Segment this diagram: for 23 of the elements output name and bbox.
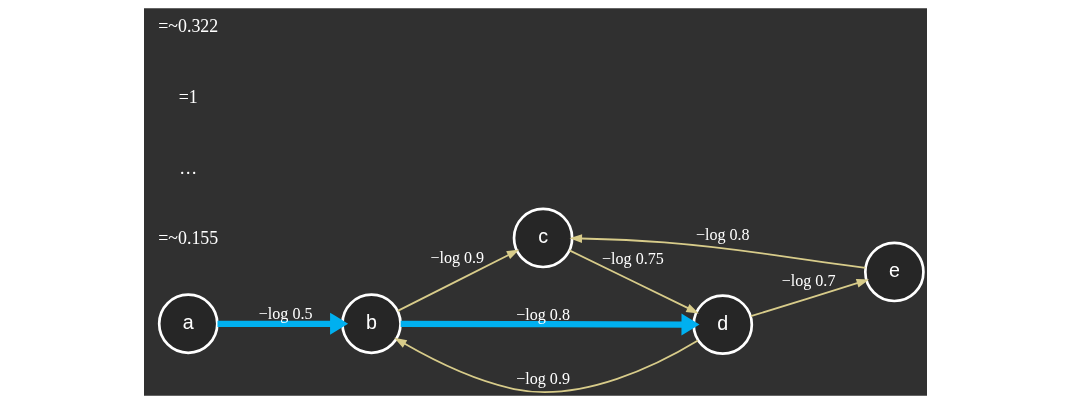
arrow (750, 279, 870, 318)
node-circle: b (341, 293, 402, 355)
edge-label: −log 0.9 (430, 249, 485, 267)
edge-label: −log 0.8 (695, 226, 750, 244)
edge-label: −log 0.9 (516, 370, 570, 388)
node-circle: e (864, 241, 925, 303)
arrow (400, 313, 700, 336)
label: =~0.322 (158, 16, 219, 37)
arrow (568, 249, 699, 314)
arrow (569, 234, 867, 269)
arrow (217, 312, 349, 335)
label: =1 (178, 86, 198, 107)
edge-label: −log 0.7 (781, 271, 836, 289)
arrow (396, 249, 520, 312)
label: … (179, 157, 198, 178)
edge-label: −log 0.8 (516, 305, 570, 323)
label: =~0.155 (158, 228, 219, 249)
node-circle: a (157, 293, 219, 355)
edge-label: −log 0.75 (602, 250, 664, 268)
node-circle: d (692, 294, 754, 356)
arrow (394, 337, 699, 393)
node-circle: c (512, 207, 574, 269)
edge-label: −log 0.5 (258, 304, 313, 322)
